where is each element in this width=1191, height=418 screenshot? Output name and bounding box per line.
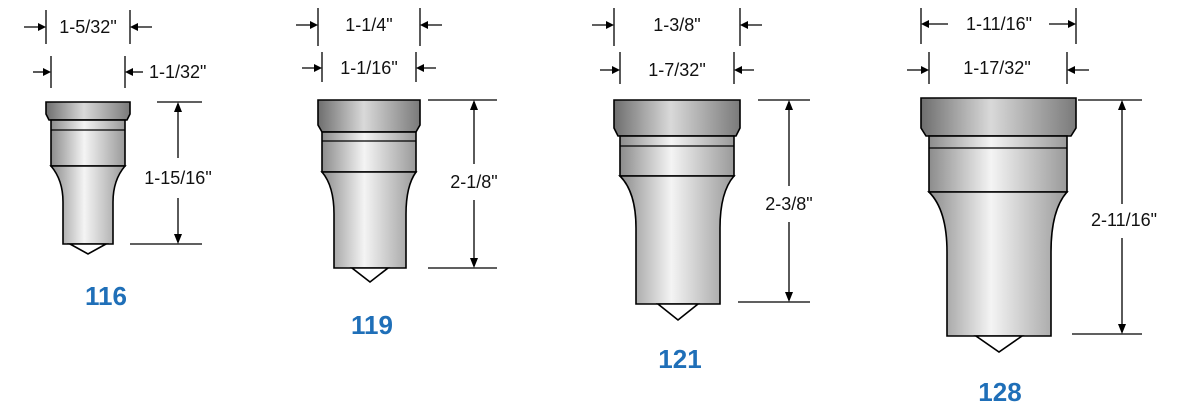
punch-116-body-dimension: 1-1/32" (33, 56, 206, 88)
punch-128: 1-11/16" 1-17/32" 2-11/16" 128 (907, 8, 1157, 407)
punch-121-collar (619, 135, 735, 177)
punch-128-cap (920, 97, 1077, 137)
punch-128-shank (927, 191, 1069, 337)
punch-128-head-width-label: 1-11/16" (966, 14, 1032, 34)
punch-116-tip (66, 243, 110, 255)
punch-119-head-dimension: 1-1/4" (296, 8, 442, 46)
punch-116-body-width-label: 1-1/32" (149, 62, 206, 82)
punch-119-cap (317, 99, 421, 133)
punch-116-head-dimension: 1-5/32" (24, 10, 152, 44)
model-label-119: 119 (351, 310, 393, 340)
punch-119-head-width-label: 1-1/4" (345, 15, 392, 35)
punch-121-head-width-label: 1-3/8" (653, 15, 700, 35)
punch-128-length-dimension: 2-11/16" (1072, 99, 1157, 335)
punch-128-length-label: 2-11/16" (1091, 210, 1157, 230)
punch-121-tip (655, 303, 701, 322)
punch-116-length-label: 1-15/16" (144, 168, 211, 188)
model-label-116: 116 (85, 281, 127, 311)
punch-119-tip (349, 267, 391, 284)
punch-121-shank (618, 175, 736, 305)
punch-119-drawing (317, 99, 421, 284)
punch-128-tip (973, 335, 1025, 353)
punch-119: 1-1/4" 1-1/16" 2-1/8" 119 (296, 8, 498, 340)
punch-128-collar (928, 135, 1068, 193)
punch-128-head-dimension: 1-11/16" (920, 8, 1077, 44)
punch-116-length-dimension: 1-15/16" (130, 101, 212, 245)
punch-116-drawing (45, 101, 131, 255)
punch-116-cap (45, 101, 131, 121)
punch-119-length-dimension: 2-1/8" (428, 99, 498, 269)
punch-116-collar (50, 119, 126, 167)
punch-121-cap (613, 99, 741, 137)
punch-116: 1-5/32" 1-1/32" 1-15/16" 116 (24, 10, 212, 311)
model-label-128: 128 (978, 377, 1021, 407)
punch-128-body-dimension: 1-17/32" (907, 52, 1089, 84)
punch-121: 1-3/8" 1-7/32" 2-3/8" 121 (592, 8, 813, 374)
model-label-121: 121 (658, 344, 701, 374)
punch-116-shank (49, 165, 127, 245)
punch-119-shank (320, 171, 418, 269)
punch-119-body-dimension: 1-1/16" (302, 52, 436, 82)
punch-121-head-dimension: 1-3/8" (592, 8, 762, 46)
punch-119-collar (321, 131, 417, 173)
punch-119-body-width-label: 1-1/16" (340, 58, 397, 78)
punch-116-head-width-label: 1-5/32" (59, 17, 116, 37)
punch-121-drawing (613, 99, 741, 322)
punch-121-length-label: 2-3/8" (765, 194, 812, 214)
punch-128-drawing (920, 97, 1077, 353)
punch-121-body-dimension: 1-7/32" (600, 52, 754, 84)
punch-121-body-width-label: 1-7/32" (648, 60, 705, 80)
punch-121-length-dimension: 2-3/8" (738, 99, 813, 303)
punch-119-length-label: 2-1/8" (450, 172, 497, 192)
punch-128-body-width-label: 1-17/32" (963, 58, 1030, 78)
